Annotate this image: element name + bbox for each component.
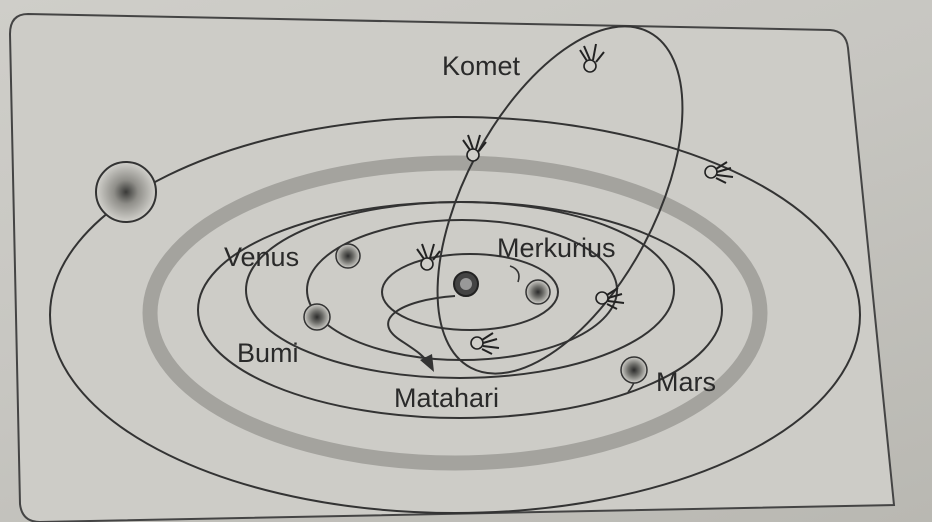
comet-icon bbox=[416, 243, 441, 271]
sun-pointer-arrow bbox=[387, 295, 456, 365]
earth-planet-icon bbox=[303, 303, 331, 331]
outer-planet-icon bbox=[95, 161, 157, 223]
venus-label: Venus bbox=[224, 242, 299, 272]
mercury-pointer bbox=[509, 265, 520, 283]
mercury-label: Merkurius bbox=[497, 233, 616, 263]
asteroid-belt bbox=[142, 155, 768, 471]
venus-planet-icon bbox=[335, 243, 361, 269]
earth-label: Bumi bbox=[237, 338, 299, 368]
mars-planet-icon bbox=[620, 356, 648, 384]
sun-label: Matahari bbox=[394, 383, 499, 413]
card-border bbox=[8, 12, 896, 522]
comet-icon bbox=[704, 161, 734, 184]
mars-label: Mars bbox=[656, 367, 716, 397]
sun-icon bbox=[453, 271, 479, 297]
earth-orbit bbox=[245, 201, 675, 379]
comet-label: Komet bbox=[442, 51, 521, 81]
comet-icon bbox=[470, 332, 500, 355]
outer-orbit bbox=[49, 116, 861, 514]
sun-pointer-arrowhead bbox=[420, 354, 434, 372]
comet-icon bbox=[462, 134, 487, 162]
comet-icon bbox=[595, 287, 625, 310]
comet-icon bbox=[579, 43, 605, 73]
mercury-orbit bbox=[381, 253, 559, 331]
mercury-planet-icon bbox=[525, 279, 551, 305]
venus-orbit bbox=[306, 219, 618, 361]
